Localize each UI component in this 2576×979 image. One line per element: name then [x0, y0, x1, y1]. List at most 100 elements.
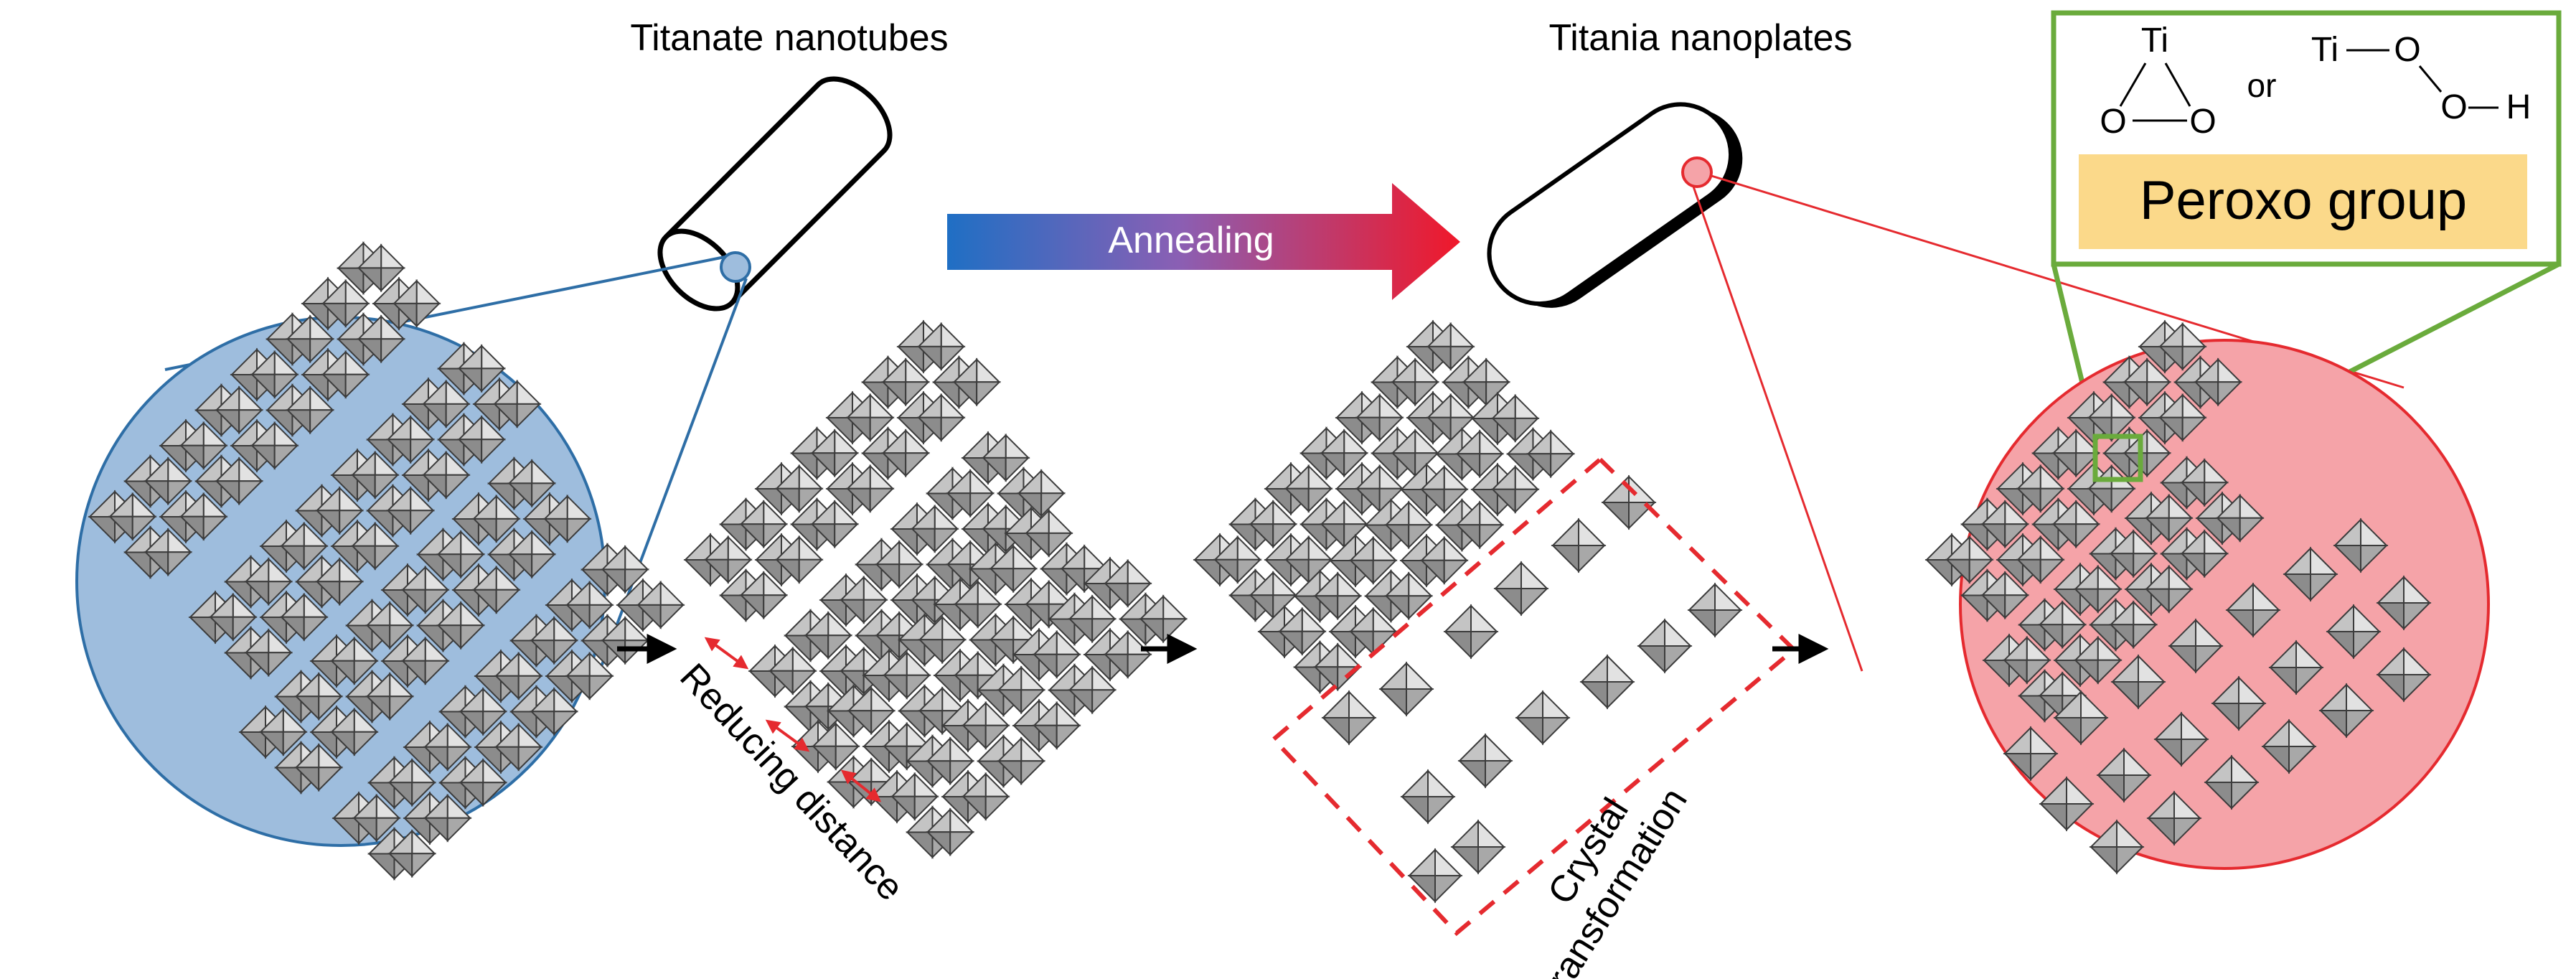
octahedron-unit [1321, 690, 1377, 746]
octahedron-unit [1032, 629, 1081, 679]
octahedron-unit [2002, 635, 2051, 685]
octahedron-unit [961, 701, 1010, 750]
octahedron-unit [494, 651, 543, 701]
octahedron-unit [457, 344, 507, 393]
octahedron-unit [352, 793, 401, 843]
octahedron-unit [1068, 594, 1117, 644]
octahedron-unit [739, 571, 789, 620]
octahedron-unit [357, 314, 406, 364]
octahedron-unit [2333, 517, 2389, 573]
octahedron-unit [2146, 790, 2202, 846]
octahedron-unit [1277, 606, 1327, 656]
octahedron-unit [2211, 675, 2267, 731]
octahedron-unit [387, 829, 437, 879]
octahedron-unit [2016, 535, 2065, 584]
nanotube-zoom-dot [720, 251, 751, 283]
octahedron-unit [811, 721, 860, 771]
titania-label: Titania nanoplates [1548, 17, 1852, 59]
octahedron-unit [386, 486, 436, 535]
octahedron-unit [144, 528, 193, 577]
octahedron-unit [845, 464, 895, 513]
octahedron-unit [1455, 429, 1505, 479]
octahedron-unit [2003, 726, 2059, 782]
octahedron-unit [1687, 582, 1743, 638]
octahedron-unit [601, 616, 650, 665]
octahedron-unit [459, 758, 508, 807]
or-label: or [2247, 67, 2277, 104]
annealing-label: Annealing [1108, 220, 1274, 261]
octahedron-unit [387, 758, 437, 807]
octahedron-unit [471, 565, 521, 614]
octahedron-unit [774, 535, 824, 584]
zoom-line-red-bottom [1692, 186, 1863, 672]
octahedron-unit [1980, 500, 2030, 549]
octahedron-unit [997, 665, 1046, 715]
octahedron-unit [2110, 654, 2166, 710]
octahedron-unit [1490, 464, 1540, 514]
peroxo-label-bg [2079, 154, 2527, 249]
octahedron-unit [565, 580, 614, 629]
octahedron-unit [910, 504, 959, 553]
octahedron-unit [1490, 393, 1540, 443]
octahedron-unit [1493, 561, 1549, 617]
octahedron-unit [1320, 500, 1369, 549]
octahedron-unit [916, 393, 966, 442]
octahedron-unit [2123, 357, 2172, 407]
octahedron-unit [400, 565, 450, 614]
octahedron-unit [1551, 517, 1607, 573]
octahedron-unit [1419, 464, 1469, 514]
titania-layers [1924, 319, 2432, 875]
octahedron-unit [1068, 665, 1117, 715]
octahedron-unit [2109, 600, 2158, 650]
octahedron-unit [2215, 493, 2265, 543]
octahedron-unit [1213, 535, 1262, 584]
octahedron-unit [1419, 535, 1469, 585]
octahedron-unit [636, 580, 685, 629]
octahedron-unit [258, 707, 308, 756]
octahedron-unit [2089, 819, 2145, 875]
octahedron-unit [918, 615, 967, 665]
octahedron-unit [329, 707, 379, 756]
ring-o-left: O [2100, 103, 2126, 141]
octahedron-unit [2376, 575, 2432, 631]
octahedron-unit [321, 350, 370, 399]
octahedron-unit [953, 579, 1002, 629]
octahedron-unit [810, 500, 860, 549]
octahedron-unit [315, 486, 365, 535]
octahedron-unit [294, 743, 344, 792]
octahedron-unit [565, 651, 614, 701]
octahedron-unit [350, 521, 400, 571]
octahedron-unit [997, 736, 1046, 786]
octahedron-unit [2016, 464, 2065, 513]
octahedron-unit [1945, 535, 1994, 584]
octahedron-unit [1384, 500, 1434, 550]
octahedron-unit [1384, 571, 1434, 621]
octahedron-unit [144, 456, 193, 506]
nanotube-icon [657, 76, 893, 312]
inset-highlight-square [2092, 434, 2143, 482]
octahedron-unit [875, 540, 924, 589]
octahedron-unit [754, 462, 809, 516]
octahedron-unit [1980, 571, 2030, 620]
octahedron-unit [350, 450, 400, 500]
octahedron-unit [244, 557, 293, 606]
octahedron-unit [1450, 819, 1506, 875]
ring-ti: Ti [2141, 22, 2168, 60]
octahedron-unit [108, 492, 157, 541]
octahedron-unit [507, 459, 557, 508]
octahedron-unit [703, 535, 753, 584]
octahedron-unit [1400, 769, 1456, 825]
octahedron-unit [1455, 500, 1505, 550]
reducing-distance-arrows [704, 637, 882, 802]
octahedron-unit [2326, 604, 2382, 660]
octahedron-unit [215, 456, 264, 506]
octahedron-unit [286, 385, 335, 435]
octahedron-unit [1313, 642, 1363, 692]
chain-h: H [2506, 88, 2532, 126]
octahedron-unit [739, 500, 789, 549]
octahedron-unit [768, 646, 817, 695]
octahedron-unit [1391, 357, 1440, 407]
octahedron-unit [365, 601, 415, 650]
octahedron-unit [847, 686, 896, 736]
